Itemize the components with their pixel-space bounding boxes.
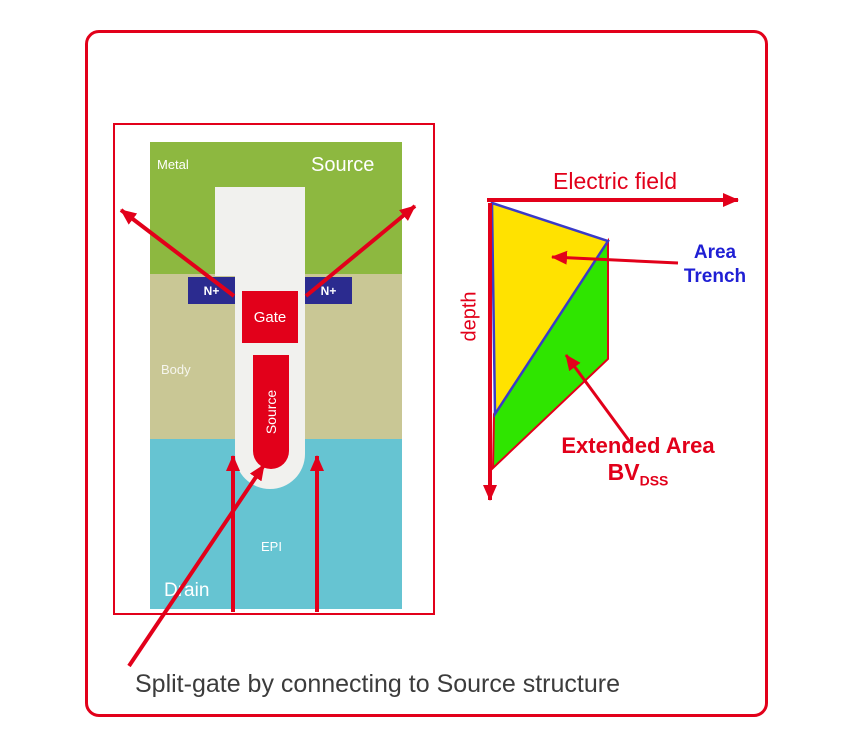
gate-region: Gate (242, 291, 298, 343)
drain-label: Drain (164, 580, 210, 601)
extended-area-label-text: Extended Area (561, 433, 715, 458)
source-trench-label: Source (263, 389, 280, 435)
electric-field-label: Electric field (553, 168, 677, 194)
extended-area-label: Extended Area BVDSS (538, 433, 738, 494)
source-contact-notch (215, 187, 305, 276)
caption: Split-gate by connecting to Source struc… (135, 670, 620, 698)
n-plus-left-label: N+ (203, 283, 220, 298)
body-label: Body (161, 362, 191, 377)
n-plus-right-label: N+ (320, 283, 337, 298)
area-trench-label-line2: Trench (683, 266, 747, 287)
n-plus-left-region: N+ (188, 277, 235, 304)
source-trench-region: Source (253, 355, 289, 469)
bvdss-label: BVDSS (538, 459, 738, 494)
gate-label: Gate (253, 308, 287, 326)
device-diagram: N+ N+ Gate Source Metal Source Body EPI … (113, 123, 435, 615)
bv-text: BV (607, 459, 640, 485)
source-top-label: Source (311, 154, 375, 176)
bv-subscript: DSS (639, 472, 669, 489)
area-trench-label-line1: Area (693, 242, 737, 263)
epi-label: EPI (261, 539, 282, 554)
n-plus-right-region: N+ (305, 277, 352, 304)
area-trench-label: Area Trench (675, 241, 755, 289)
outer-frame (85, 30, 768, 717)
depth-label: depth (458, 291, 481, 342)
metal-label: Metal (157, 157, 189, 172)
